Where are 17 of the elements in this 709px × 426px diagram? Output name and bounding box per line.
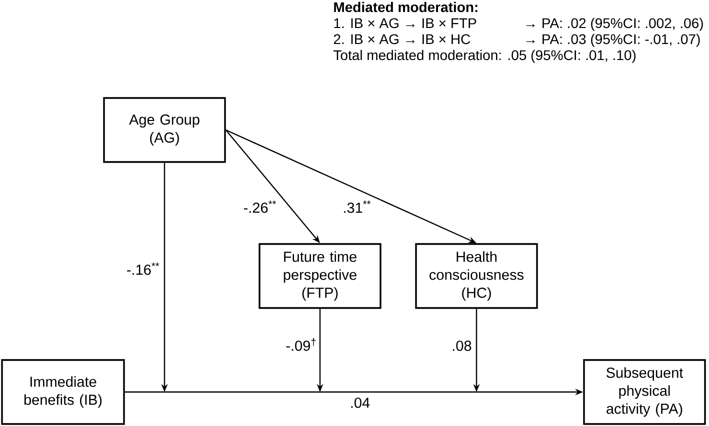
note-text: Total mediated moderation: .05 (95%CI: .01, .10) [334,50,636,63]
variable-box: Immediate benefits (IB) [1,359,125,425]
edge-label: .04 [348,396,372,412]
variable-box: Subsequent physical activity (PA) [583,359,706,425]
variable-box: Health consciousness (HC) [415,243,538,309]
edge-label: .08 [450,339,473,355]
edge-label: -.16$^{**}$ [125,262,161,279]
edge-label: .31$^{**}$ [342,200,372,217]
note-text: → PA: .02 (95%CI: .002, .06) [526,18,703,31]
note-text: → PA: .03 (95%CI: -.01, .07) [526,34,700,47]
variable-box: Future time perspective (FTP) [258,243,382,309]
note-heading: Mediated moderation: [334,2,478,12]
note-text: 1. IB × AG → IB × FTP [334,18,476,28]
edge-label: -.09$^{†}$ [284,338,318,355]
edge-label: -.26$^{**}$ [242,200,278,217]
note-text: 2. IB × AG → IB × HC [334,34,470,44]
variable-box: Age Group (AG) [103,97,226,163]
